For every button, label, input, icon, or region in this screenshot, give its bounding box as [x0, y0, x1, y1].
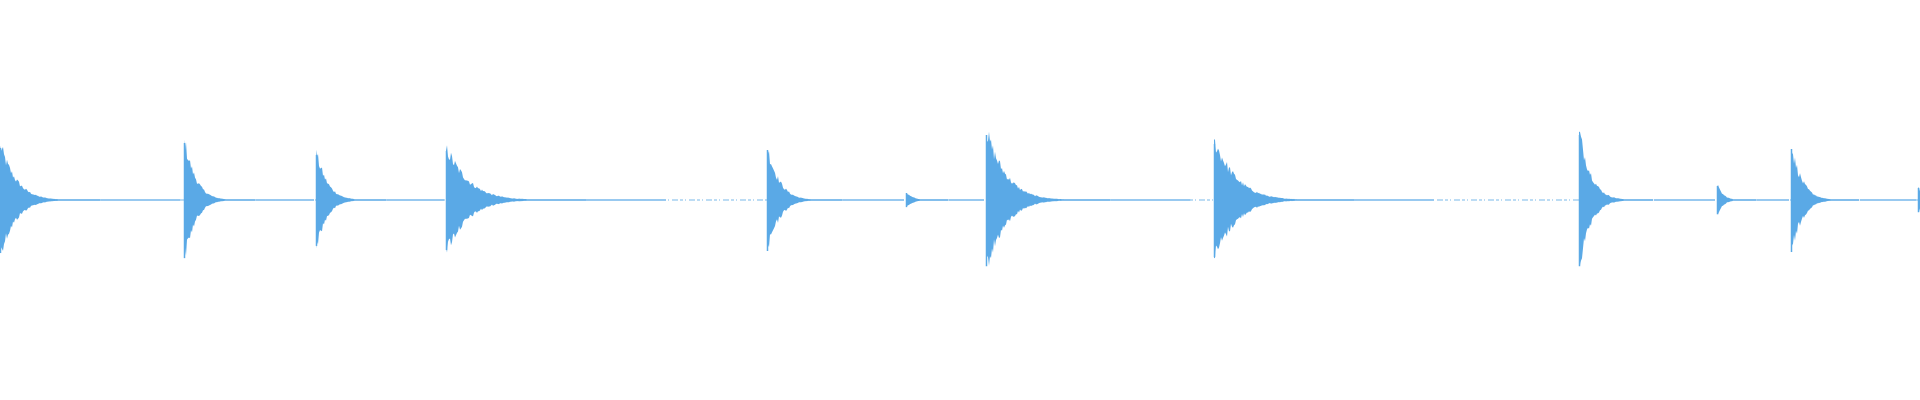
waveform-transient	[905, 193, 984, 208]
transient-envelope	[1579, 131, 1653, 266]
waveform-transient	[1716, 184, 1789, 215]
transient-envelope	[446, 145, 586, 253]
waveform-transient	[315, 149, 444, 249]
transient-envelope	[1791, 152, 1859, 246]
waveform-transient	[0, 145, 181, 254]
transient-envelope	[184, 139, 255, 258]
transient-envelope	[1717, 184, 1756, 215]
transient-envelope	[986, 131, 1110, 266]
transient-envelope	[316, 149, 386, 249]
transient-envelope	[767, 150, 842, 248]
waveform-transient	[985, 131, 1191, 267]
waveform-transient	[766, 150, 904, 251]
waveform-transient	[1578, 131, 1715, 267]
transient-envelope	[1214, 139, 1354, 259]
waveform-transients	[0, 131, 1920, 267]
transient-envelope	[0, 145, 100, 253]
waveform-transient	[1790, 149, 1916, 253]
waveform-transient	[183, 139, 314, 259]
waveform-transient	[445, 145, 666, 253]
transient-envelope	[906, 193, 948, 207]
waveform-transient	[1213, 139, 1434, 259]
